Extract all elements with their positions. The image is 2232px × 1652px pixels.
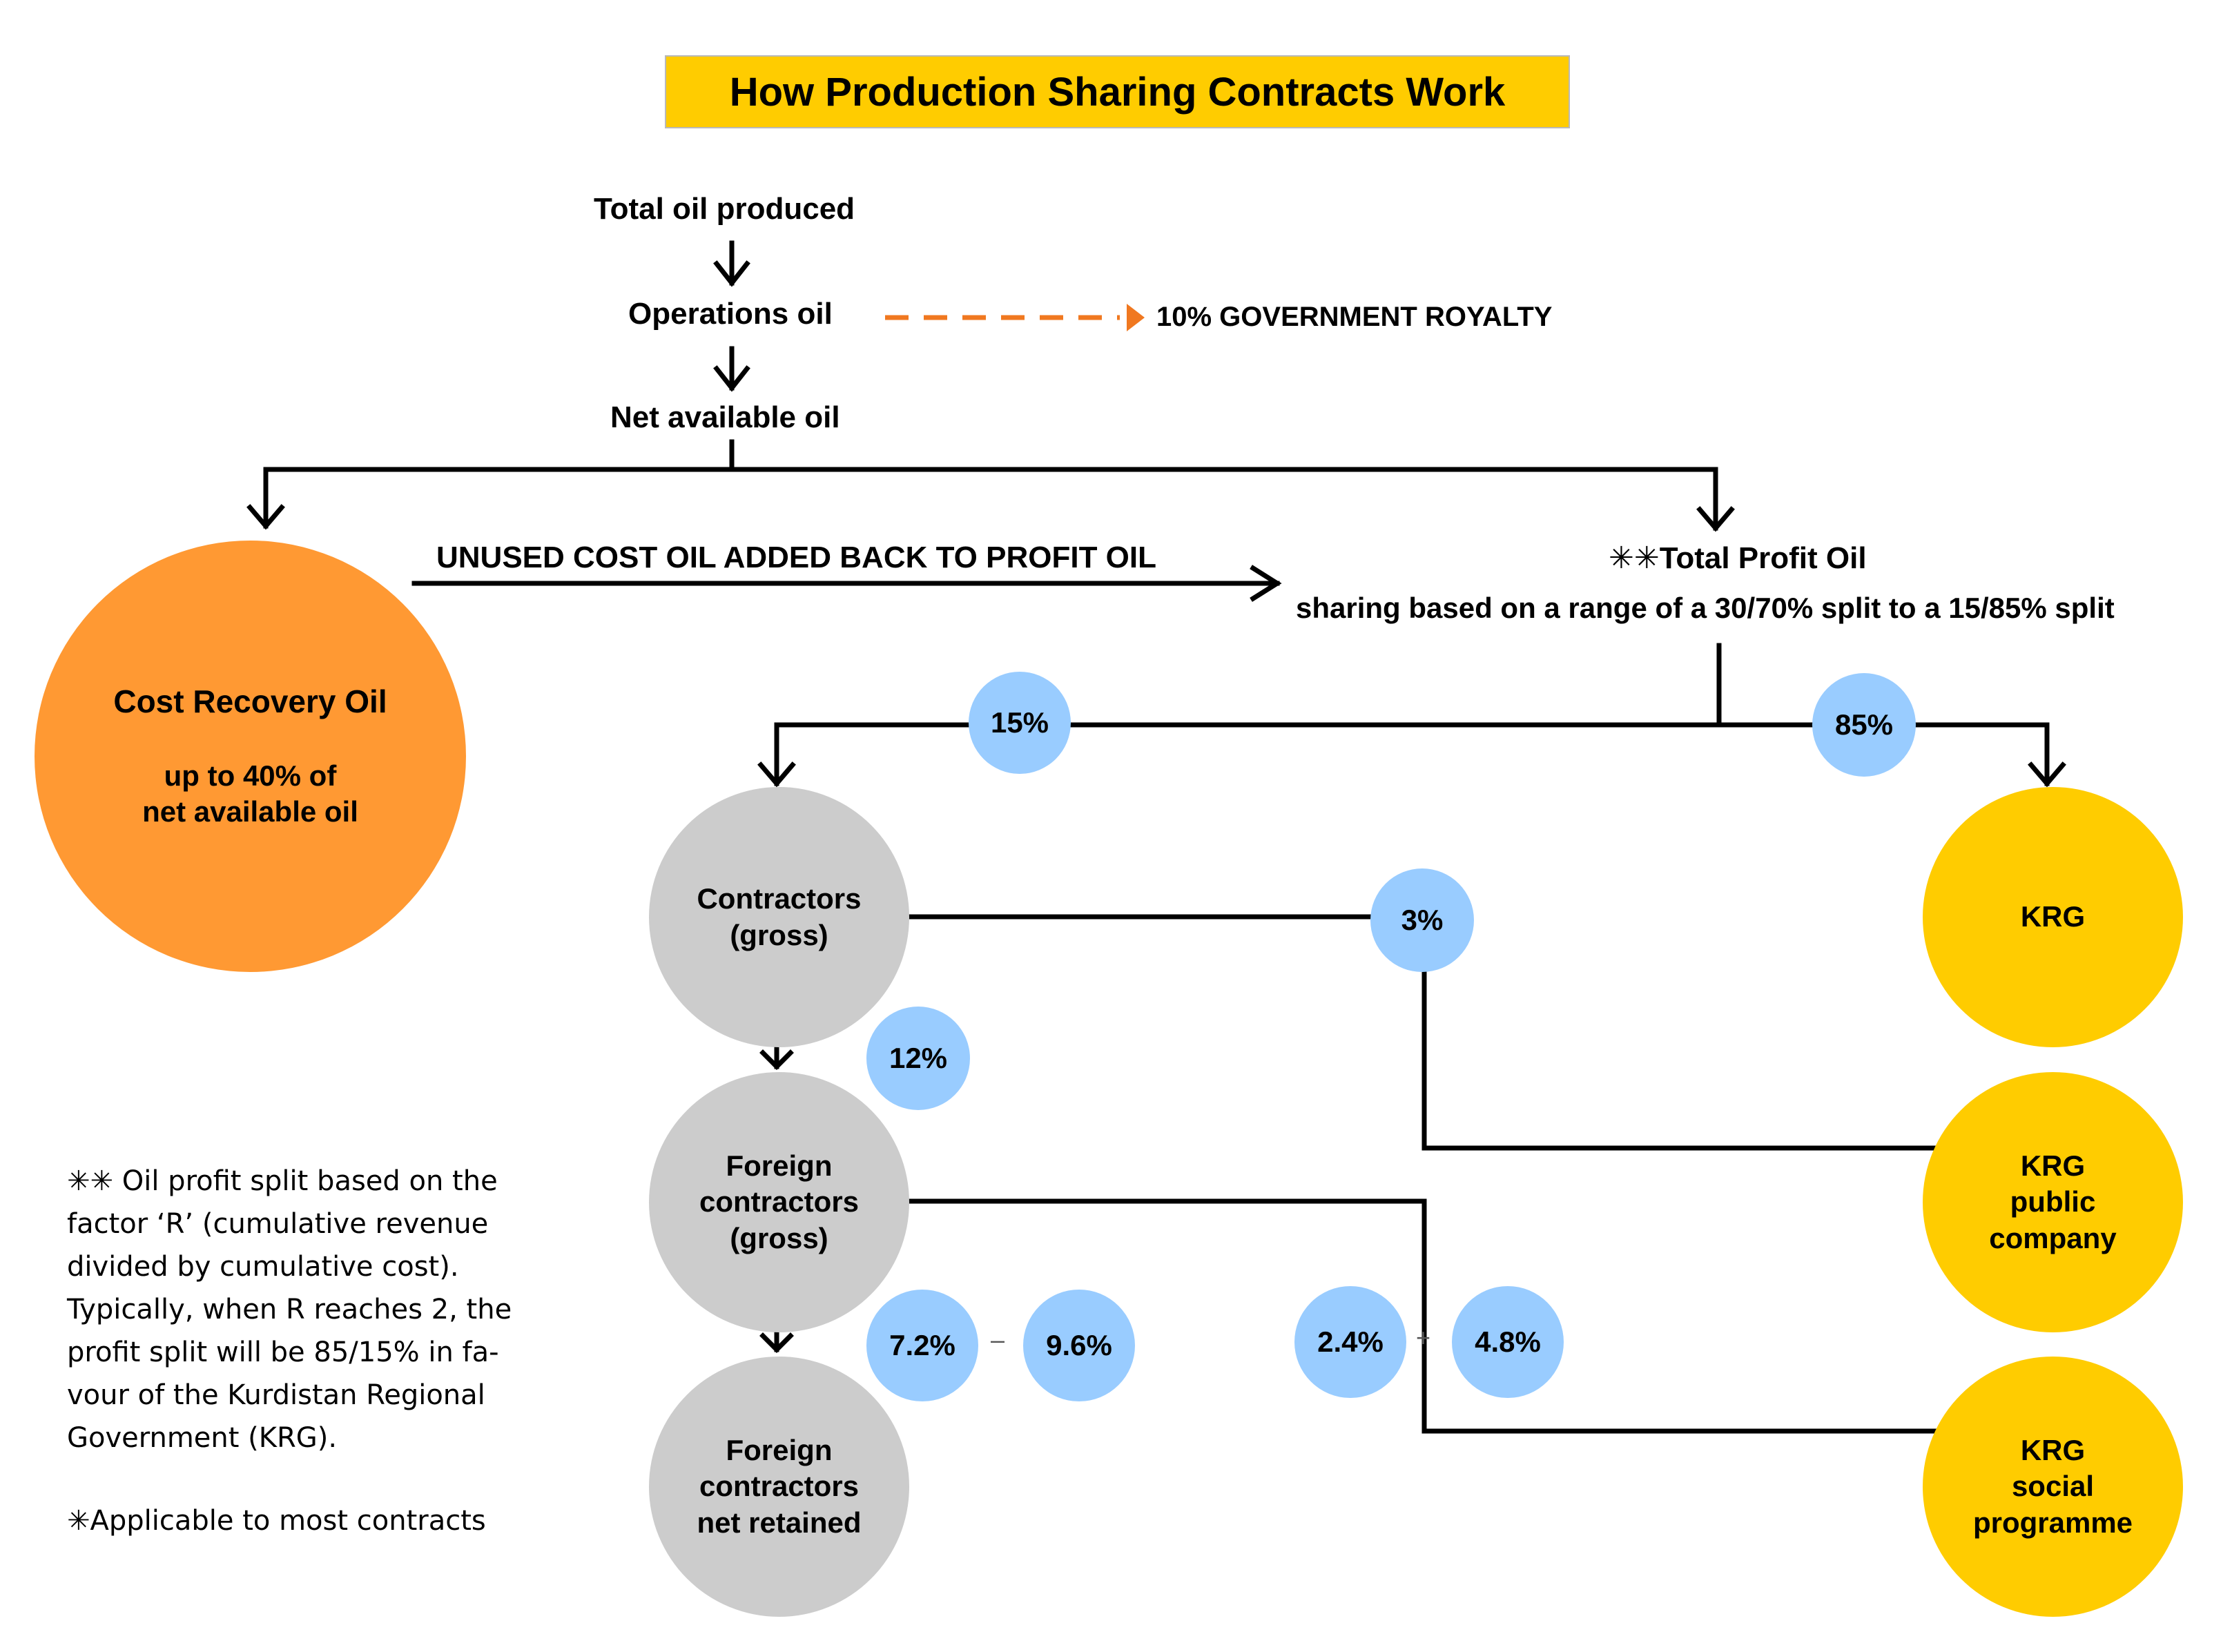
royalty-arrowhead [1127,304,1145,331]
foreign-contractors-gross-circle: Foreign contractors (gross) [649,1072,909,1332]
krg-public-line3: company [1989,1221,2117,1254]
contractors-gross-line2: (gross) [730,918,828,951]
krg-circle: KRG [1923,787,2183,1047]
krg-social-line1: KRG [2020,1433,2086,1466]
foreign-net-line3: net retained [697,1506,862,1539]
foreign-net-line2: contractors [699,1470,860,1503]
foreign-gross-line3: (gross) [730,1221,828,1254]
line-foreign-to-krg-social [905,1198,1946,1434]
footnote-line6: vour of the Kurdistan Regional [67,1379,485,1411]
footnote-line1: ✳✳ Oil profit split based on the [67,1165,498,1197]
pct-2-4-bubble: 2.4% [1294,1286,1406,1398]
arrowhead-unused-cost-oil [1250,565,1282,602]
arrowhead-profit-oil [1696,506,1735,532]
label-total-oil: Total oil produced [594,192,855,226]
pct-4-8-bubble: 4.8% [1452,1286,1564,1398]
arrowhead-cost-recovery [246,504,285,530]
foreign-net-line1: Foreign [726,1433,833,1466]
krg-public-line2: public [2010,1185,2096,1218]
pct-85-bubble: 85% [1812,673,1916,777]
foreign-gross-line1: Foreign [726,1149,833,1182]
label-profit-oil: ✳✳Total Profit Oil [1609,541,1867,575]
range-dash-1: – [991,1325,1005,1354]
contractors-gross-line1: Contractors [697,882,862,915]
krg-social-line3: programme [1972,1506,2133,1539]
krg-public-company-circle: KRG public company [1923,1072,2183,1332]
arrowhead-contractors [757,761,796,788]
krg-public-line1: KRG [2020,1149,2086,1182]
contractors-gross-circle: Contractors (gross) [649,787,909,1047]
arrowhead-net [713,365,750,392]
krg-social-programme-circle: KRG social programme [1923,1357,2183,1617]
pct-9-6-bubble: 9.6% [1023,1290,1135,1401]
cost-recovery-circle: Cost Recovery Oil up to 40% of net avail… [35,541,466,972]
label-operations-oil: Operations oil [628,297,833,331]
footnote-line2: factor ‘R’ (cumulative revenue [67,1208,489,1240]
footnote-line7: Government (KRG). [67,1422,338,1454]
arrowhead-foreign-gross [759,1049,794,1070]
arrowhead-foreign-net [759,1332,794,1353]
range-plus: + [1416,1323,1431,1352]
pct-12-bubble: 12% [866,1007,970,1110]
footnote-block: ✳✳ Oil profit split based on the factor … [67,1160,512,1542]
krg-line1: KRG [2020,900,2086,933]
cost-recovery-line1: up to 40% of [164,759,337,792]
pct-7-2-bubble: 7.2% [866,1290,978,1401]
arrowhead-krg [2028,761,2066,788]
footnote-line4: Typically, when R reaches 2, the [67,1294,512,1325]
pct-3-bubble: 3% [1370,868,1474,972]
cost-recovery-line2: net available oil [142,795,358,828]
label-royalty: 10% GOVERNMENT ROYALTY [1156,302,1553,332]
label-sharing-range: sharing based on a range of a 30/70% spl… [1296,592,2115,624]
line-3pct-to-krg-public [1421,964,1946,1151]
cost-recovery-title: Cost Recovery Oil [113,683,387,720]
diagram-title: How Production Sharing Contracts Work [665,55,1570,128]
footnote-line3: divided by cumulative cost). [67,1251,459,1283]
pct-15-bubble: 15% [969,672,1071,774]
foreign-gross-line2: contractors [699,1185,860,1218]
label-unused-cost-oil: UNUSED COST OIL ADDED BACK TO PROFIT OIL [436,541,1157,574]
krg-social-line2: social [2011,1470,2095,1503]
foreign-contractors-net-circle: Foreign contractors net retained [649,1357,909,1617]
footnote-line5: profit split will be 85/15% in fa- [67,1337,499,1368]
arrowhead-operations [713,260,750,287]
label-net-available: Net available oil [610,400,840,434]
footnote-applicable: ✳Applicable to most contracts [67,1505,486,1537]
